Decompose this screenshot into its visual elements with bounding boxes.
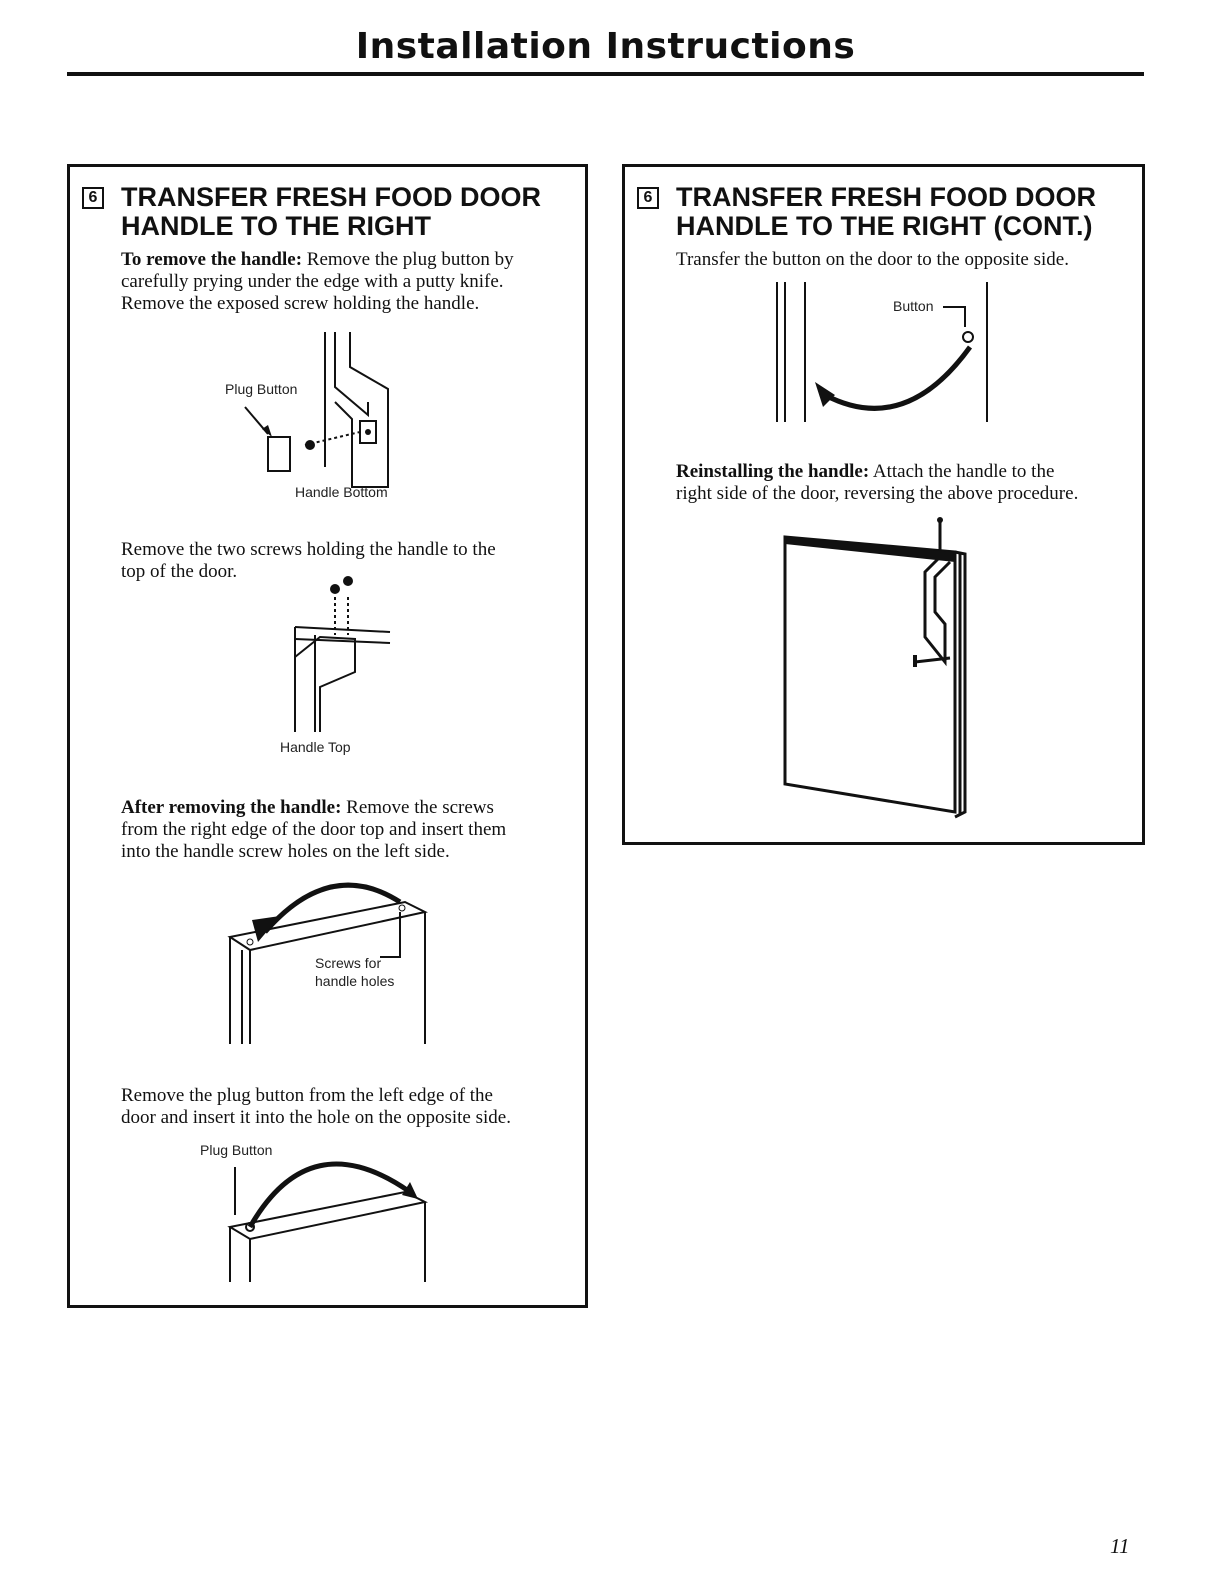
plug-button-caption-2: Plug Button [200,1142,272,1158]
reinstall-handle-text-1: Attach the handle to the [869,461,1055,482]
plug-button-caption: Plug Button [225,381,297,397]
screws-transfer-illustration: Screws for handle holes [227,882,428,1044]
remove-handle-text-2: carefully prying under the edge with a p… [121,271,504,292]
handle-top-caption: Handle Top [280,739,351,755]
step-title-line-2: HANDLE TO THE RIGHT [121,211,431,241]
remove-handle-text-1: Remove the plug button by [302,249,514,270]
page-number: 11 [1110,1534,1130,1558]
remove-handle-paragraph: To remove the handle: Remove the plug bu… [121,249,581,315]
reinstall-handle-text-2: right side of the door, reversing the ab… [676,483,1079,504]
plug-transfer-illustration: Plug Button [200,1142,429,1282]
step-6-panel-right: 6 TRANSFER FRESH FOOD DOOR HANDLE TO THE… [622,164,1145,845]
after-removing-label: After removing the handle: [121,797,342,818]
remove-screws-paragraph: Remove the two screws holding the handle… [121,539,581,583]
handle-bottom-illustration: Plug Button Handle Bottom [225,332,389,500]
transfer-button-paragraph: Transfer the button on the door to the o… [676,249,1069,270]
after-removing-text-1: Remove the screws [341,797,494,818]
after-removing-text-2: from the right edge of the door top and … [121,819,507,840]
remove-handle-label: To remove the handle: [121,249,303,270]
step-6-panel-left: 6 TRANSFER FRESH FOOD DOOR HANDLE TO THE… [67,164,588,1308]
handle-top-illustration: Handle Top [280,576,391,755]
step-number-badge-right: 6 [637,187,659,209]
handle-holes-caption: handle holes [315,973,394,989]
door-with-handle-illustration [783,517,967,819]
reinstall-handle-paragraph: Reinstalling the handle: Attach the hand… [676,461,1141,505]
step-title-line-1: TRANSFER FRESH FOOD DOOR [121,182,542,212]
after-removing-text-3: into the handle screw holes on the left … [121,841,450,862]
step-title-right-line-2: HANDLE TO THE RIGHT (CONT.) [676,211,1093,241]
step-title: TRANSFER FRESH FOOD DOOR HANDLE TO THE R… [121,183,591,241]
plug-transfer-text-1: Remove the plug button from the left edg… [121,1085,493,1106]
screws-for-caption: Screws for [315,955,381,971]
reinstall-handle-label: Reinstalling the handle: [676,461,870,482]
title-rule [67,72,1144,76]
step-title-right: TRANSFER FRESH FOOD DOOR HANDLE TO THE R… [676,183,1146,241]
step-title-right-line-1: TRANSFER FRESH FOOD DOOR [676,182,1097,212]
remove-handle-text-3: Remove the exposed screw holding the han… [121,293,480,314]
button-caption: Button [893,298,933,314]
plug-transfer-paragraph: Remove the plug button from the left edg… [121,1085,586,1129]
remove-screws-text-1: Remove the two screws holding the handle… [121,539,496,560]
after-removing-paragraph: After removing the handle: Remove the sc… [121,797,586,863]
handle-bottom-caption: Handle Bottom [295,484,388,500]
step-number-badge: 6 [82,187,104,209]
remove-screws-text-2: top of the door. [121,561,238,582]
button-transfer-illustration: Button [776,282,988,422]
page-title: Installation Instructions [355,26,856,67]
plug-transfer-text-2: door and insert it into the hole on the … [121,1107,511,1128]
